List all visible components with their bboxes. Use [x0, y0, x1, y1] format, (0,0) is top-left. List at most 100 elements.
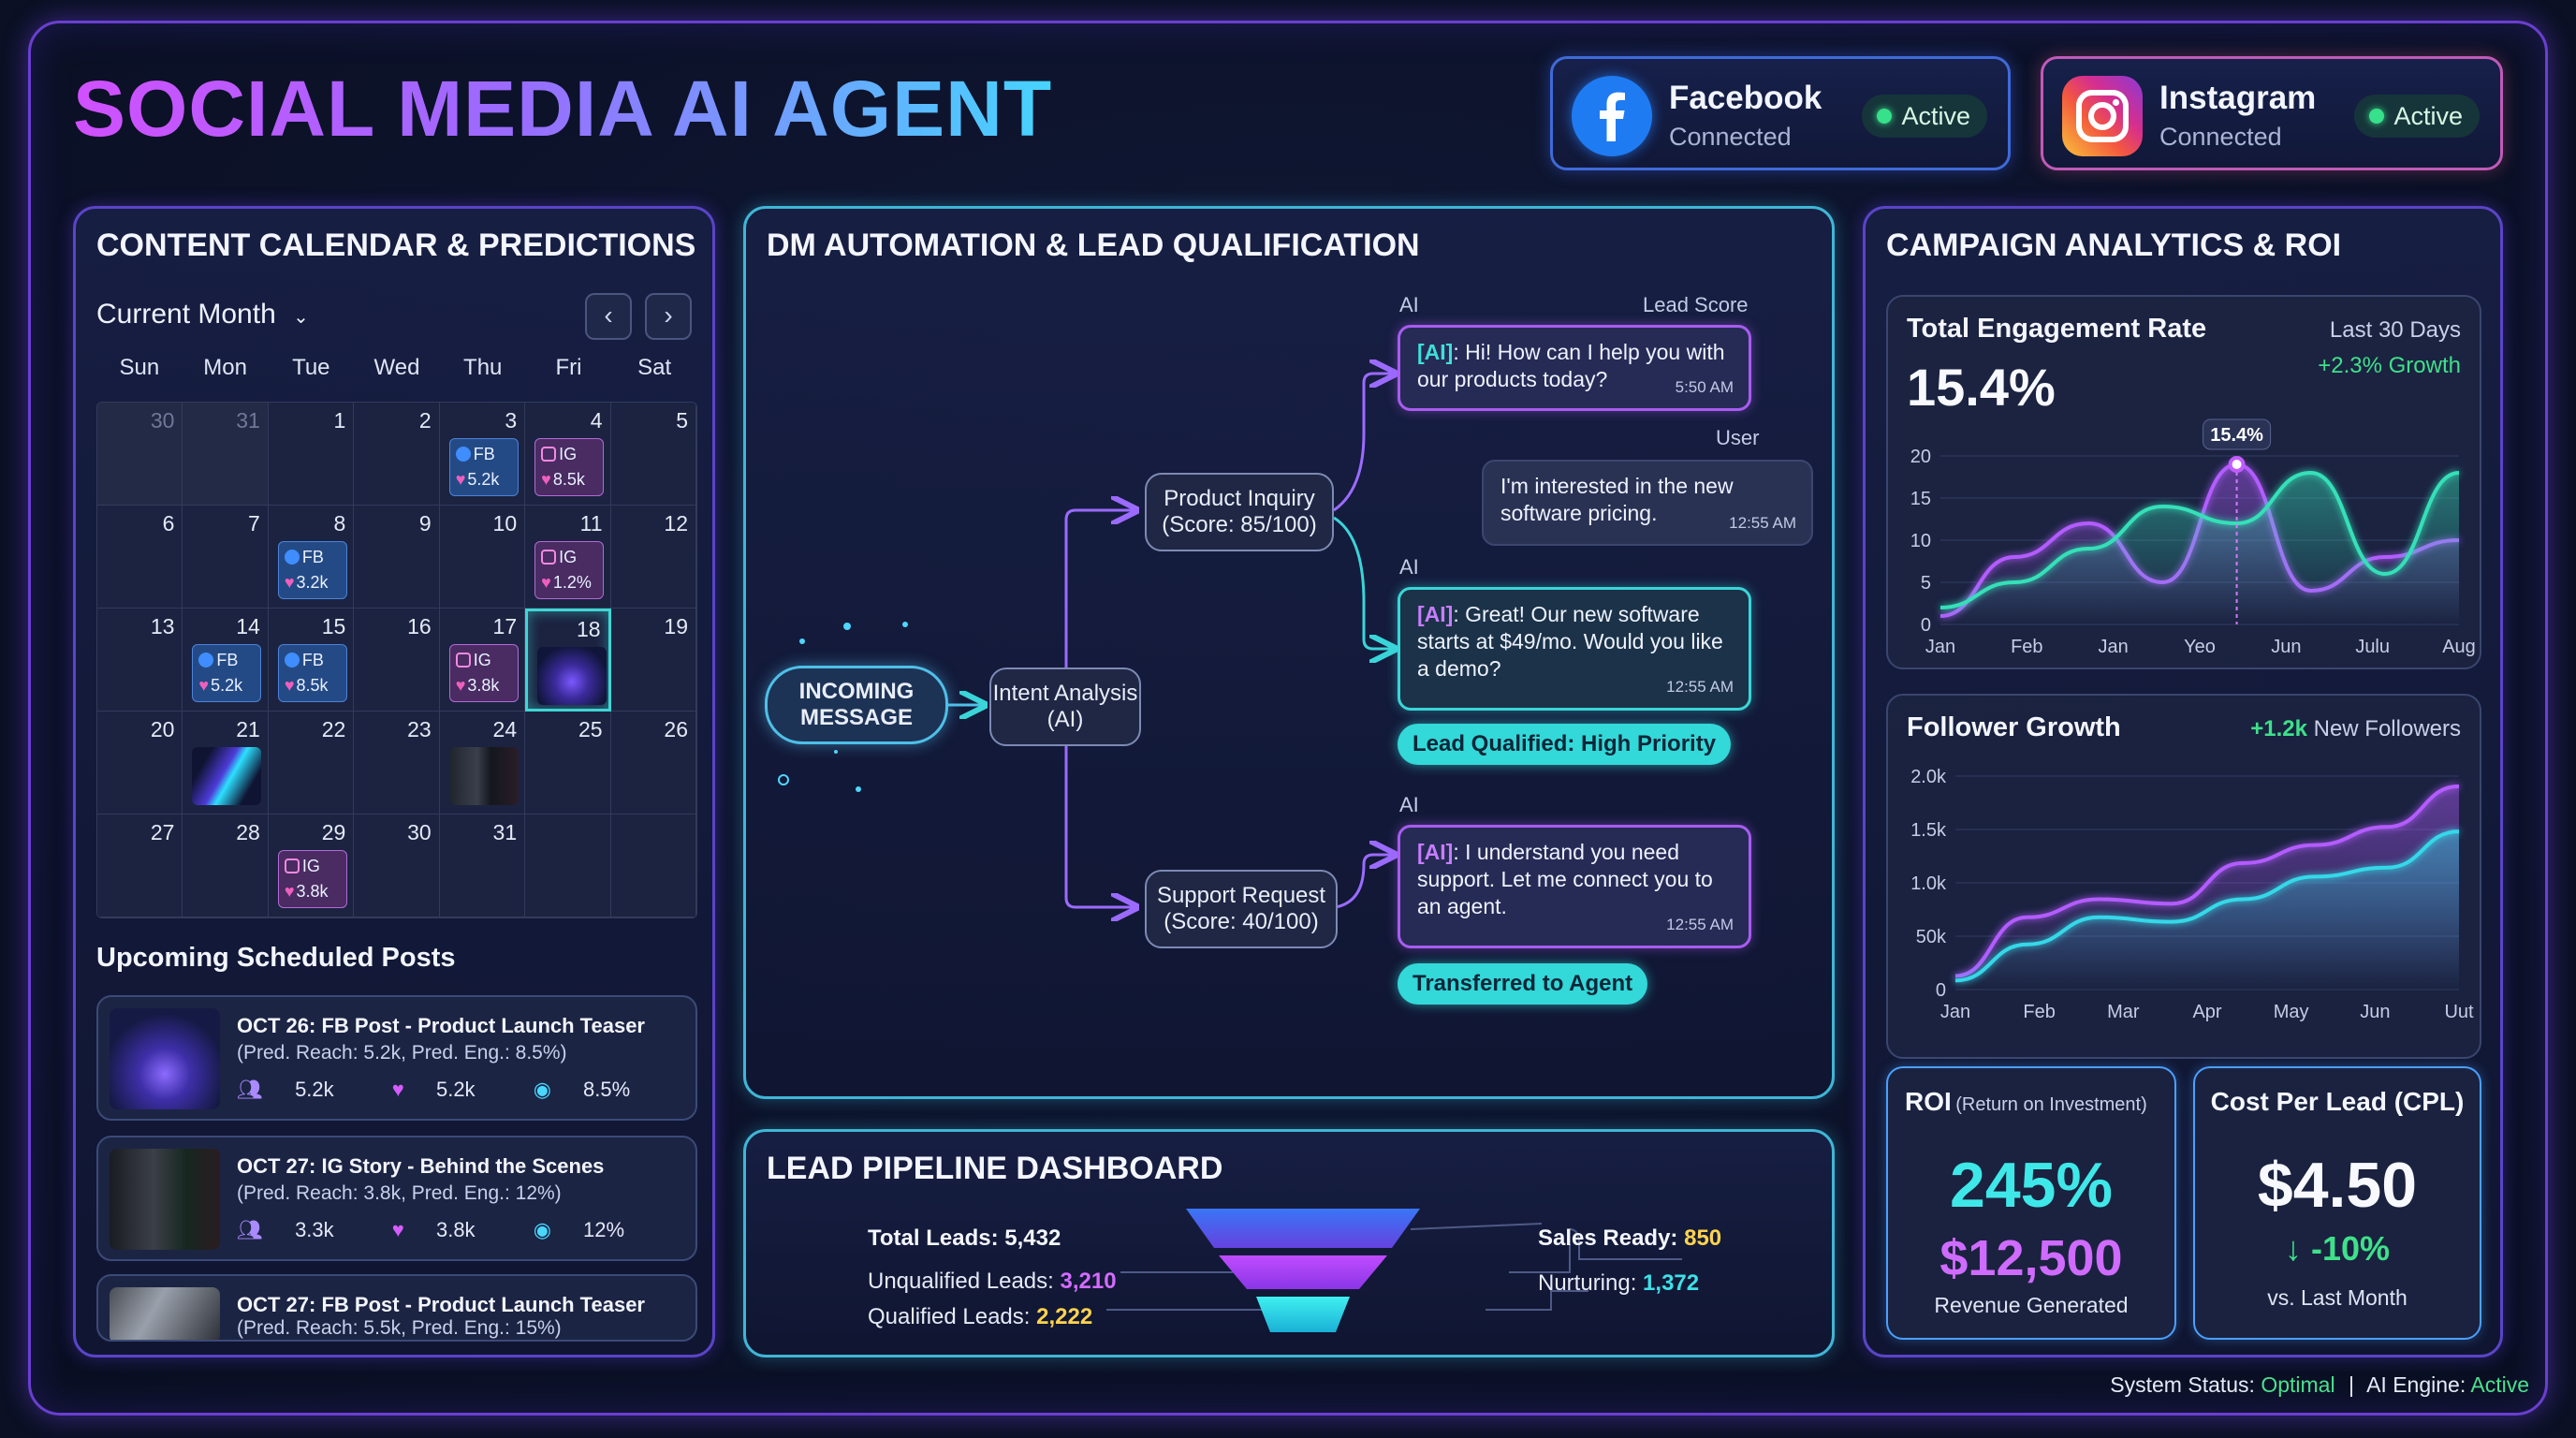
- series-line: [1954, 784, 2460, 978]
- calendar-day[interactable]: 10: [439, 506, 526, 609]
- instagram-icon: [284, 858, 300, 873]
- chart-title: Follower Growth: [1907, 712, 2121, 742]
- calendar-day[interactable]: 22: [268, 712, 355, 814]
- heart-icon: ♥: [391, 1078, 404, 1101]
- instagram-account-card[interactable]: Instagram Connected Active: [2041, 56, 2503, 170]
- calendar-day[interactable]: 9: [354, 506, 440, 609]
- x-tick-label: Jun: [2271, 637, 2301, 657]
- post-detail: (Pred. Reach: 5.5k, Pred. Eng.: 15%): [237, 1317, 562, 1339]
- scheduled-post-badge[interactable]: FB♥3.2k: [277, 541, 347, 599]
- heart-icon: ♥: [455, 470, 466, 489]
- calendar-day[interactable]: 27: [97, 814, 183, 917]
- x-tick-label: Feb: [2011, 637, 2042, 657]
- scheduled-post-item[interactable]: OCT 27: IG Story - Behind the Scenes (Pr…: [96, 1136, 697, 1261]
- support-request-node[interactable]: Support Request (Score: 40/100): [1145, 870, 1338, 948]
- roi-card: ROI (Return on Investment) 245% $12,500 …: [1886, 1066, 2176, 1340]
- post-thumbnail[interactable]: [537, 647, 607, 705]
- scheduled-post-badge[interactable]: IG♥8.5k: [534, 438, 605, 496]
- calendar-day[interactable]: [525, 814, 611, 917]
- month-selector[interactable]: Current Month ⌄: [96, 299, 309, 330]
- peak-label: 15.4%: [2210, 425, 2263, 446]
- calendar-day[interactable]: 29 IG♥3.8k: [268, 814, 355, 917]
- calendar-day[interactable]: 23: [354, 712, 440, 814]
- calendar-day[interactable]: 20: [97, 712, 183, 814]
- calendar-day[interactable]: 3 FB♥5.2k: [439, 403, 526, 506]
- calendar-day[interactable]: 8 FB♥3.2k: [268, 506, 355, 609]
- users-icon: 👥︎: [237, 1218, 263, 1241]
- intent-analysis-node[interactable]: Intent Analysis (AI): [989, 668, 1141, 746]
- y-tick-label: 15: [1910, 489, 1931, 509]
- calendar-day[interactable]: 26: [610, 712, 696, 814]
- calendar-day[interactable]: [610, 814, 696, 917]
- incoming-message-node[interactable]: INCOMING MESSAGE: [765, 666, 948, 744]
- revenue-label: Revenue Generated: [1934, 1293, 2129, 1317]
- weekday: Thu: [463, 355, 503, 380]
- panel-title: LEAD PIPELINE DASHBOARD: [767, 1151, 1223, 1186]
- upcoming-posts-title: Upcoming Scheduled Posts: [96, 943, 456, 973]
- heart-icon: ♥: [541, 573, 551, 592]
- prev-month-button[interactable]: ‹: [585, 293, 632, 340]
- scheduled-post-badge[interactable]: FB♥8.5k: [277, 644, 347, 702]
- x-tick-label: Uut: [2444, 1002, 2474, 1022]
- calendar-day[interactable]: 14 FB♥5.2k: [183, 609, 269, 712]
- lead-score-label: Lead Score: [1643, 293, 1749, 316]
- scheduled-post-item[interactable]: OCT 27: FB Post - Product Launch Teaser …: [96, 1274, 697, 1342]
- calendar-day[interactable]: 12: [610, 506, 696, 609]
- calendar-day[interactable]: 5: [610, 403, 696, 506]
- calendar-day[interactable]: 15 FB♥8.5k: [268, 609, 355, 712]
- calendar-day[interactable]: 7: [183, 506, 269, 609]
- calendar-day[interactable]: 31: [183, 403, 269, 506]
- calendar-day[interactable]: 21: [183, 712, 269, 814]
- calendar-day[interactable]: 11 IG♥1.2%: [525, 506, 611, 609]
- scheduled-post-badge[interactable]: IG♥3.8k: [277, 850, 347, 908]
- calendar-day[interactable]: 24: [439, 712, 526, 814]
- series-area: [1955, 831, 2459, 990]
- scheduled-post-badge[interactable]: IG♥1.2%: [534, 541, 605, 599]
- peak-point: [2228, 456, 2246, 473]
- calendar-day[interactable]: 25: [525, 712, 611, 814]
- user-message-bubble: I'm interested in the new software prici…: [1482, 460, 1813, 546]
- y-tick-label: 0: [1936, 980, 1946, 1001]
- weekday-header: Sun Mon Tue Wed Thu Fri Sat: [96, 355, 697, 402]
- calendar-day[interactable]: 13: [97, 609, 183, 712]
- calendar-day[interactable]: 17 IG♥3.8k: [439, 609, 526, 712]
- weekday: Sun: [119, 355, 160, 380]
- nurturing: Nurturing: 1,372: [1538, 1270, 1700, 1296]
- calendar-day[interactable]: 2: [354, 403, 440, 506]
- y-tick-label: 0: [1921, 615, 1931, 636]
- instagram-icon: [541, 550, 557, 565]
- system-status-bar: System Status: Optimal | AI Engine: Acti…: [2110, 1372, 2529, 1397]
- calendar-day-today[interactable]: 18: [525, 609, 611, 712]
- product-inquiry-node[interactable]: Product Inquiry (Score: 85/100): [1145, 473, 1334, 551]
- calendar-day[interactable]: 30: [97, 403, 183, 506]
- calendar-day[interactable]: 31: [439, 814, 526, 917]
- series-line: [1939, 470, 2460, 609]
- y-tick-label: 10: [1910, 531, 1931, 551]
- engagement-chart-card: Total Engagement Rate Last 30 Days +2.3%…: [1886, 295, 2481, 669]
- cpl-compare-label: vs. Last Month: [2267, 1285, 2408, 1310]
- calendar-day[interactable]: 19: [610, 609, 696, 712]
- next-month-button[interactable]: ›: [645, 293, 692, 340]
- post-thumbnail[interactable]: [448, 747, 519, 805]
- calendar-day[interactable]: 1: [268, 403, 355, 506]
- ai-message-bubble: [AI]: Great! Our new software starts at …: [1398, 587, 1751, 711]
- calendar-day[interactable]: 28: [183, 814, 269, 917]
- weekday: Mon: [203, 355, 247, 380]
- scheduled-post-badge[interactable]: IG♥3.8k: [448, 644, 519, 702]
- scheduled-post-badge[interactable]: FB♥5.2k: [448, 438, 519, 496]
- scheduled-post-item[interactable]: OCT 26: FB Post - Product Launch Teaser …: [96, 995, 697, 1121]
- calendar-day[interactable]: 16: [354, 609, 440, 712]
- x-tick-label: Yeo: [2184, 637, 2216, 657]
- roi-percent: 245%: [1950, 1150, 2113, 1221]
- post-thumbnail[interactable]: [192, 747, 262, 805]
- facebook-account-card[interactable]: Facebook Connected Active: [1550, 56, 2011, 170]
- unqualified-leads: Unqualified Leads: 3,210: [868, 1269, 1117, 1294]
- scheduled-post-badge[interactable]: FB♥5.2k: [192, 644, 262, 702]
- calendar-day[interactable]: 4 IG♥8.5k: [525, 403, 611, 506]
- calendar-day[interactable]: 6: [97, 506, 183, 609]
- cpl-card: Cost Per Lead (CPL) $4.50 ↓ -10% vs. Las…: [2193, 1066, 2481, 1340]
- calendar-day[interactable]: 30: [354, 814, 440, 917]
